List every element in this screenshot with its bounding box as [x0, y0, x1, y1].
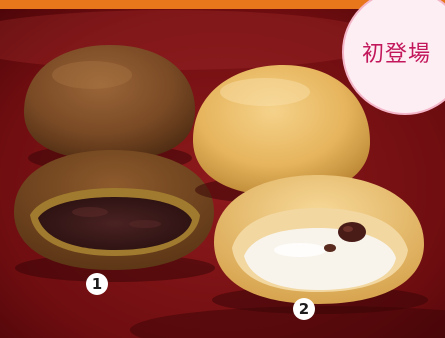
circled-number-1-icon: 1	[86, 273, 108, 295]
new-arrival-label: 初登場	[362, 42, 432, 67]
circled-number-2-icon: 2	[293, 298, 315, 320]
cream-bun-whole	[193, 65, 370, 196]
raisin	[324, 244, 336, 252]
top-orange-bar	[0, 0, 445, 9]
raisin	[338, 222, 366, 242]
cream-cheese-filling	[244, 228, 396, 290]
brown-bun-whole	[24, 45, 195, 160]
new-arrival-badge	[342, 0, 445, 115]
